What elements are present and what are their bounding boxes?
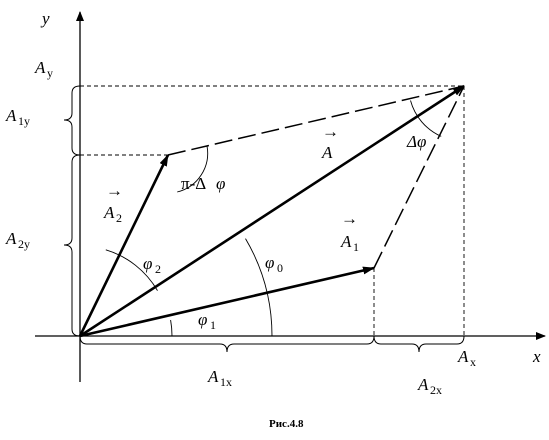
svg-text:→: → [322,122,339,141]
svg-text:x: x [470,355,476,369]
label-delta-phi: Δφ [406,132,426,151]
svg-text:φ: φ [143,254,152,273]
brace-A2x [373,335,465,353]
label-phi0: φ 0 [265,253,283,275]
y-axis-label: y [40,9,50,28]
svg-text:2: 2 [155,262,161,276]
svg-text:φ: φ [216,174,225,193]
svg-text:1x: 1x [220,375,232,389]
vector-A1 [79,266,375,338]
arc-phi2 [105,249,158,291]
label-vector-A2: → A 2 [103,181,123,225]
svg-text:A: A [5,106,17,125]
svg-text:0: 0 [277,261,283,275]
parallelogram-side-top [167,85,465,156]
label-A1y: A 1y [5,106,30,128]
svg-text:A: A [207,367,219,386]
parallelogram-side-right [373,85,465,269]
svg-text:φ: φ [265,253,274,272]
svg-text:A: A [103,203,115,222]
braces [63,85,465,353]
svg-text:→: → [341,209,358,228]
label-Ay: A y [34,58,53,80]
svg-text:A: A [340,232,352,251]
x-axis-label: x [532,347,541,366]
svg-text:A: A [457,347,469,366]
svg-text:A: A [321,143,333,162]
svg-text:y: y [47,66,53,80]
svg-text:π-Δ: π-Δ [181,174,206,193]
brace-A1x [79,335,375,353]
svg-text:φ: φ [198,310,207,329]
label-phi1: φ 1 [198,310,216,332]
angle-arcs [105,100,442,337]
vector-A [79,84,465,338]
label-A1x: A 1x [207,367,232,389]
label-vector-A: → A [321,122,339,162]
svg-text:→: → [106,181,123,200]
label-A2y: A 2y [5,229,30,251]
svg-text:1y: 1y [18,114,30,128]
label-Ax: A x [457,347,476,369]
label-A2x: A 2x [417,375,442,397]
figure-caption: Рис.4.8 [269,418,304,430]
svg-text:A: A [417,375,429,394]
svg-text:2: 2 [116,211,122,225]
arc-pi-minus-delta-phi [177,145,209,193]
svg-text:1: 1 [353,240,359,254]
svg-text:1: 1 [210,318,216,332]
label-pi-minus-delta-phi: π-Δ φ [181,174,225,193]
vector-A2 [78,154,170,337]
label-vector-A1: → A 1 [340,209,359,254]
arc-phi1 [170,319,173,337]
svg-text:A: A [5,229,17,248]
svg-text:2y: 2y [18,237,30,251]
brace-A1y [63,85,81,156]
arc-delta-phi [410,100,442,137]
projection-lines [80,85,465,336]
svg-text:2x: 2x [430,383,442,397]
svg-text:A: A [34,58,46,77]
brace-A2y [63,154,81,337]
label-phi2: φ 2 [143,254,161,276]
arc-phi0 [245,238,273,337]
